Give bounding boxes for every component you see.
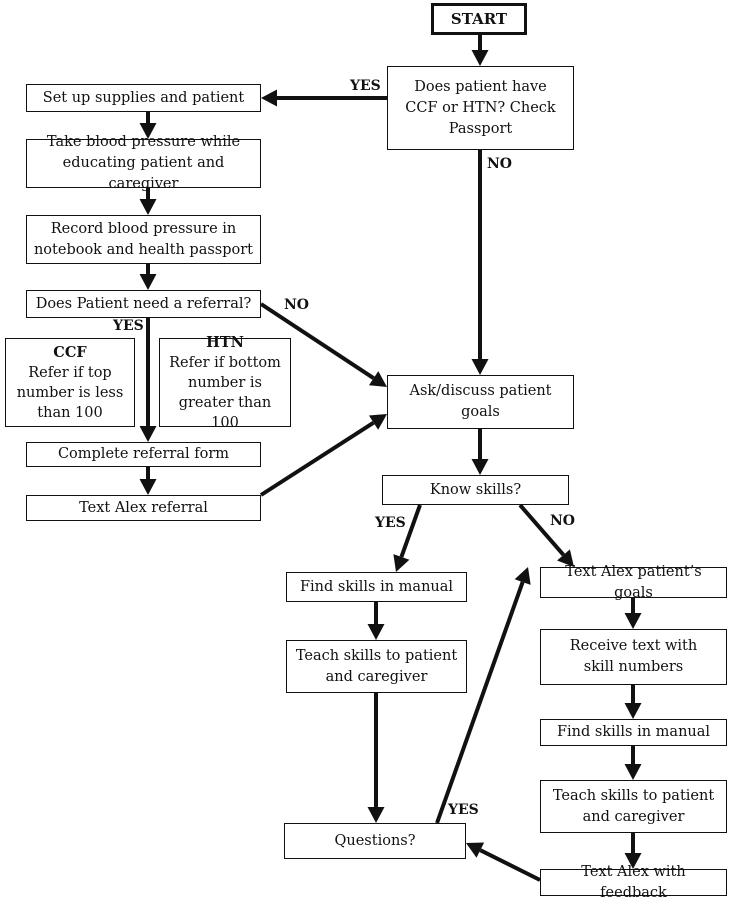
arrow-setup-to-take-bp [139,112,157,139]
arrow-find-right-to-teach [624,746,642,780]
htn-criteria-text: Refer if bottom number is greater than 1… [169,354,281,431]
arrow-text-goals-to-receive [624,598,642,629]
arrow-yes-to-setup [261,89,387,107]
arrow-know-no-to-text-goals [518,503,574,567]
teach-skills-right-box: Teach skills to patient and caregiver [540,780,727,833]
no-referral-label: NO [284,297,309,313]
yes-referral-label: YES [113,318,144,334]
arrow-teach-to-feedback [624,833,642,869]
referral-question-box: Does Patient need a referral? [26,290,261,318]
ccf-criteria-text: Refer if top number is less than 100 [16,364,124,421]
complete-referral-form-box: Complete referral form [26,442,261,467]
set-up-supplies-box: Set up supplies and patient [26,84,261,112]
find-skills-left-box: Find skills in manual [286,572,467,602]
arrow-form-to-text-referral [139,467,157,495]
ccf-htn-question-box: Does patient have CCF or HTN? Check Pass… [387,66,574,150]
arrow-take-bp-to-record [139,188,157,215]
start-box: START [431,3,527,35]
text-alex-feedback-box: Text Alex with feedback [540,864,727,901]
text-alex-referral-box: Text Alex referral [26,495,261,521]
arrow-find-left-to-teach-left [367,602,385,640]
arrow-referral-yes-to-form [139,318,157,442]
htn-criteria-box: HTN Refer if bottom number is greater th… [159,334,291,431]
arrow-goals-to-know-skills [471,429,489,475]
arrow-receive-to-find-right [624,685,642,719]
questions-box: Questions? [284,823,466,859]
ask-discuss-goals-box: Ask/discuss patient goals [387,375,574,429]
arrow-text-referral-to-goals [259,414,387,497]
arrow-no-to-ask-goals [471,150,489,375]
text-alex-goals-box: Text Alex patient’s goals [540,564,727,601]
arrow-teach-left-to-questions [367,693,385,823]
yes-ccf-htn-label: YES [350,78,381,94]
ccf-criteria-box: CCF Refer if top number is less than 100 [5,338,135,427]
take-blood-pressure-box: Take blood pressure while educating pati… [26,134,261,192]
receive-text-box: Receive text with skill numbers [540,629,727,685]
no-ccf-htn-label: NO [487,156,512,172]
arrow-questions-yes-to-goals [435,567,531,824]
arrow-start-to-question [471,35,489,66]
arrow-feedback-to-questions [466,842,541,882]
htn-title: HTN [206,333,244,351]
find-skills-right-box: Find skills in manual [540,719,727,746]
record-blood-pressure-box: Record blood pressure in notebook and he… [26,215,261,264]
yes-know-skills-label: YES [375,515,406,531]
yes-questions-label: YES [448,802,479,818]
know-skills-question-box: Know skills? [382,475,569,505]
arrow-record-to-referral-q [139,264,157,290]
no-know-skills-label: NO [550,513,575,529]
arrow-know-yes-to-find-left [393,504,422,572]
teach-skills-left-box: Teach skills to patient and caregiver [286,640,467,693]
arrow-referral-no-to-goals [259,302,387,387]
ccf-title: CCF [53,343,87,361]
